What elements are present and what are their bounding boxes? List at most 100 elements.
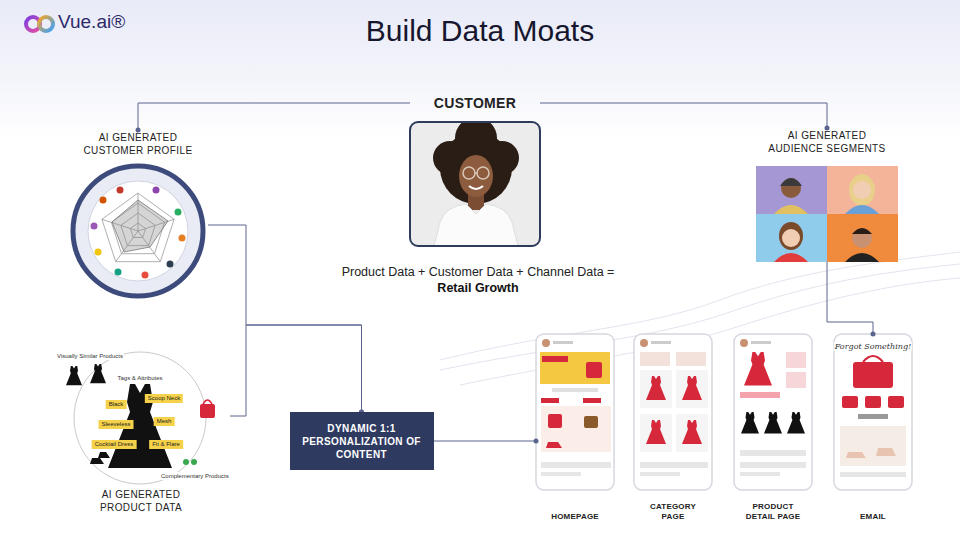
phone-category-part bbox=[640, 462, 708, 468]
customer-photo-part-part bbox=[469, 186, 483, 189]
formula-result: Retail Growth bbox=[437, 281, 518, 295]
connector-line bbox=[230, 325, 362, 416]
node-label: AI GENERATED PRODUCT DATA bbox=[79, 489, 203, 514]
node-label: CUSTOMER bbox=[434, 94, 516, 112]
phone-homepage-part bbox=[541, 472, 581, 476]
customer-profile-radar-part bbox=[88, 181, 188, 281]
phone-product-detail-part bbox=[786, 352, 806, 368]
customer-photo-part-part bbox=[455, 122, 497, 159]
product-illustration-part bbox=[183, 459, 189, 465]
phone-homepage-part bbox=[584, 416, 598, 428]
phone-email-part bbox=[865, 396, 881, 408]
phone-homepage-part bbox=[541, 406, 611, 452]
phone-email-part bbox=[834, 334, 912, 490]
phone-category-part bbox=[640, 472, 680, 476]
logo-text: Vue.ai® bbox=[58, 11, 125, 33]
product-illustration bbox=[66, 352, 215, 484]
phone-product-detail-part bbox=[740, 339, 748, 347]
personalization-box: DYNAMIC 1:1 PERSONALIZATION OF CONTENT bbox=[290, 412, 434, 470]
phone-category-part bbox=[682, 420, 702, 444]
customer-profile-radar-part bbox=[175, 209, 182, 216]
phone-homepage bbox=[536, 334, 614, 490]
customer-photo-part bbox=[410, 122, 540, 246]
callout-text: Visually Similar Products bbox=[56, 352, 124, 360]
audience-photos bbox=[756, 166, 898, 262]
customer-photo-part-part bbox=[434, 204, 518, 246]
phone-product-detail-part bbox=[740, 450, 806, 456]
phone-email-part bbox=[846, 452, 866, 458]
audience-photos-part bbox=[845, 253, 879, 262]
connector-line bbox=[434, 441, 537, 442]
phone-homepage-part bbox=[548, 414, 562, 428]
phone-homepage-part bbox=[552, 388, 598, 392]
node-label: CATEGORY PAGE bbox=[645, 502, 701, 522]
phone-homepage-part bbox=[546, 442, 562, 448]
phone-product-detail-part bbox=[787, 412, 805, 434]
product-illustration-part bbox=[66, 366, 82, 385]
phone-product-detail-part bbox=[741, 412, 759, 434]
connector-dot bbox=[136, 128, 141, 133]
audience-photos-part bbox=[782, 229, 800, 247]
phone-homepage-part bbox=[553, 341, 573, 344]
audience-photos-part bbox=[780, 178, 802, 186]
phone-product-detail-part bbox=[740, 472, 780, 476]
audience-photos-part bbox=[756, 214, 827, 262]
audience-photos-part bbox=[845, 205, 879, 214]
homepage-node: HOMEPAGE bbox=[536, 334, 614, 522]
connector-line bbox=[540, 103, 827, 128]
customer-profile-radar-part bbox=[153, 187, 160, 194]
customer-profile-radar-part bbox=[91, 223, 98, 230]
customer-photo-part-part bbox=[477, 167, 489, 179]
phone-product-detail-part bbox=[786, 372, 806, 388]
phone-homepage-part bbox=[586, 362, 602, 378]
customer-profile-radar-part bbox=[102, 193, 174, 262]
product-illustration-part bbox=[203, 400, 212, 404]
customer-profile-node: AI GENERATED CUSTOMER PROFILE bbox=[68, 130, 208, 298]
phone-homepage-part bbox=[541, 398, 559, 403]
node-label: PRODUCT DETAIL PAGE bbox=[741, 502, 805, 522]
audience-photos-part bbox=[852, 228, 872, 234]
node-label: HOMEPAGE bbox=[551, 512, 599, 522]
phone-category-part bbox=[676, 352, 706, 366]
phone-email-part bbox=[888, 396, 904, 408]
phone-product-detail-part bbox=[751, 341, 771, 344]
connector-line bbox=[138, 103, 410, 130]
product-illustration-part bbox=[191, 459, 197, 465]
attribute-tag: Mesh bbox=[154, 417, 175, 426]
phone-homepage-part bbox=[541, 462, 611, 468]
node-label: DYNAMIC 1:1 PERSONALIZATION OF CONTENT bbox=[298, 422, 426, 461]
connector-dot bbox=[534, 439, 539, 444]
customer-photo-part-part bbox=[459, 155, 493, 197]
phone-category-part bbox=[676, 414, 708, 452]
product-illustration-part bbox=[90, 458, 104, 464]
phone-product-detail-part bbox=[744, 352, 772, 386]
customer-node: CUSTOMER bbox=[410, 92, 540, 246]
phone-email-part bbox=[876, 448, 896, 456]
product-illustration-part bbox=[74, 352, 206, 484]
phone-email-part bbox=[842, 396, 858, 408]
logo-mark bbox=[26, 17, 53, 31]
node-label: AI GENERATED CUSTOMER PROFILE bbox=[79, 132, 197, 157]
logo-mark-part bbox=[39, 17, 53, 31]
phone-email-part bbox=[840, 472, 906, 477]
phone-homepage-part bbox=[583, 398, 601, 403]
customer-profile-radar-part bbox=[167, 261, 174, 268]
connector-dot bbox=[871, 332, 876, 337]
customer-photo-part-part bbox=[475, 172, 477, 174]
phone-category-part bbox=[676, 370, 708, 408]
phone-category-part bbox=[646, 420, 666, 444]
audience-photos-part bbox=[827, 214, 898, 262]
phone-product-detail bbox=[734, 334, 812, 490]
phone-product-detail-part bbox=[740, 392, 780, 398]
phone-email-part bbox=[853, 362, 893, 388]
phone-category-part bbox=[640, 352, 670, 366]
product-detail-node: PRODUCT DETAIL PAGE bbox=[734, 334, 812, 522]
audience-photos-part bbox=[774, 205, 808, 214]
customer-profile-radar-part bbox=[95, 249, 102, 256]
phone-email-part bbox=[840, 426, 906, 466]
attribute-tag: Scoop Neck bbox=[145, 394, 183, 403]
formula-text: Product Data + Customer Data + Channel D… bbox=[342, 265, 615, 279]
customer-photo-part bbox=[410, 122, 540, 246]
audience-segments-node: AI GENERATED AUDIENCE SEGMENTS bbox=[756, 128, 898, 262]
